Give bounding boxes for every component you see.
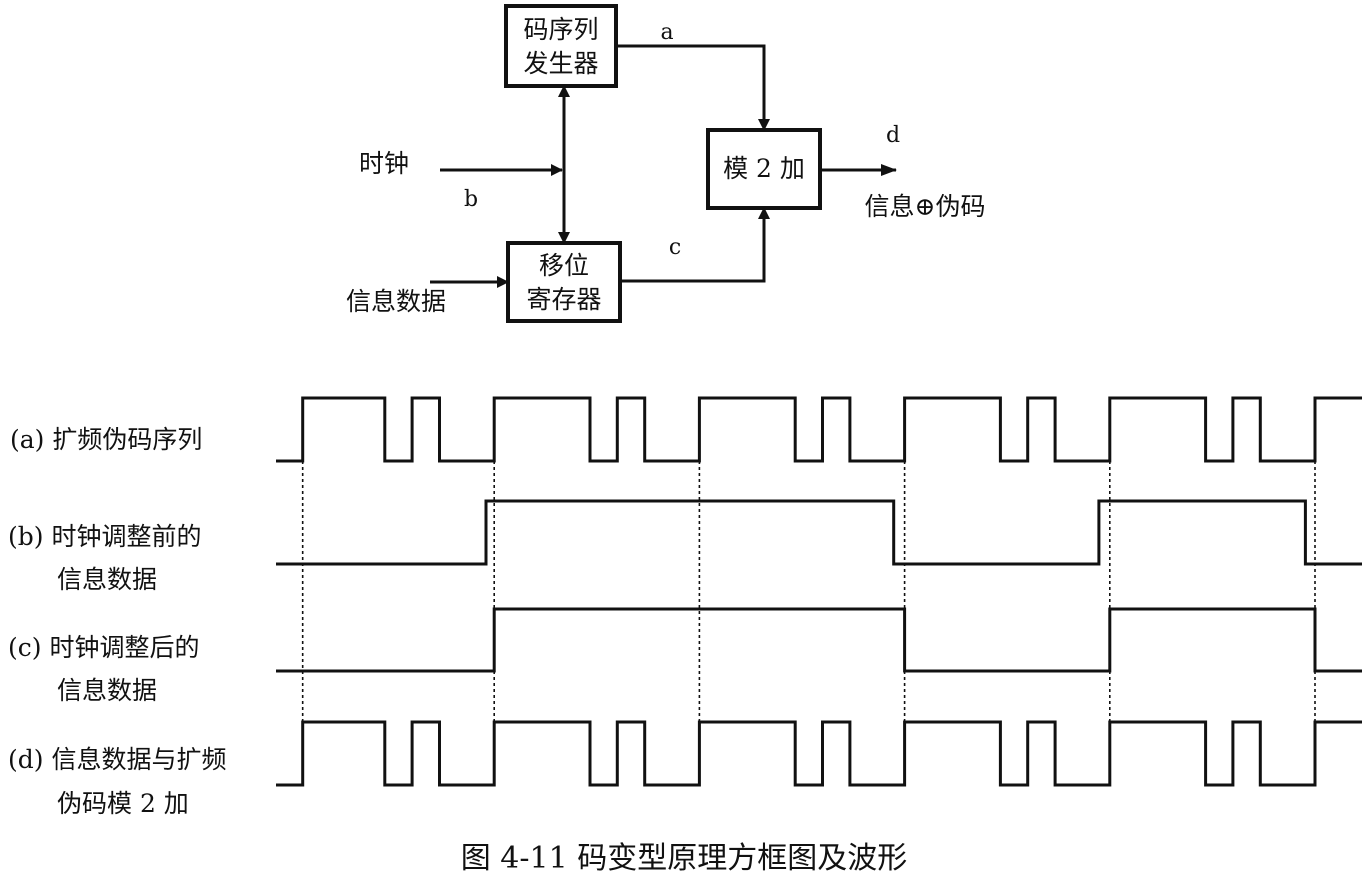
code-generator-label-line1: 码序列 [523, 15, 598, 44]
waveform-a [276, 396, 1362, 463]
wave-b-label-line1: (b) 时钟调整前的 [8, 522, 201, 551]
shift-register-label-line1: 移位 [539, 251, 589, 280]
wire-a [616, 44, 770, 131]
signal-c-label: c [669, 235, 681, 260]
period-guide-lines [301, 461, 1316, 785]
wave-d-label-line2: 伪码模 2 加 [57, 789, 189, 818]
wave-b-label-line2: 信息数据 [57, 565, 157, 594]
block-diagram: 码序列 发生器 模 2 加 移位 寄存器 a b c d 时钟 信息数据 信息⊕… [346, 4, 986, 323]
wave-c-label-line2: 信息数据 [57, 676, 157, 705]
shift-register-block: 移位 寄存器 [506, 241, 622, 323]
wave-d-label-line1: (d) 信息数据与扩频 [8, 745, 226, 774]
code-generator-label-line2: 发生器 [523, 49, 598, 78]
waveform-d [276, 720, 1362, 787]
output-label: 信息⊕伪码 [865, 192, 986, 221]
waveform-c [276, 607, 1362, 673]
clock-input-label: 时钟 [359, 149, 409, 178]
signal-a-label: a [660, 20, 673, 45]
wave-a-label: (a) 扩频伪码序列 [10, 425, 202, 454]
info-data-input-label: 信息数据 [346, 287, 446, 316]
code-generator-block: 码序列 发生器 [504, 4, 618, 88]
waveform-b [276, 499, 1362, 566]
mod2-adder-block: 模 2 加 [706, 128, 822, 210]
mod2-adder-label: 模 2 加 [723, 154, 805, 183]
figure-caption: 图 4-11 码变型原理方框图及波形 [461, 841, 907, 876]
waveforms [276, 396, 1362, 787]
signal-b-label: b [464, 187, 478, 212]
shift-register-label-line2: 寄存器 [526, 285, 601, 314]
wire-c [620, 207, 770, 283]
signal-d-label: d [886, 123, 900, 148]
waveform-labels: (a) 扩频伪码序列 (b) 时钟调整前的 信息数据 (c) 时钟调整后的 信息… [8, 425, 226, 818]
wave-c-label-line1: (c) 时钟调整后的 [8, 633, 199, 662]
